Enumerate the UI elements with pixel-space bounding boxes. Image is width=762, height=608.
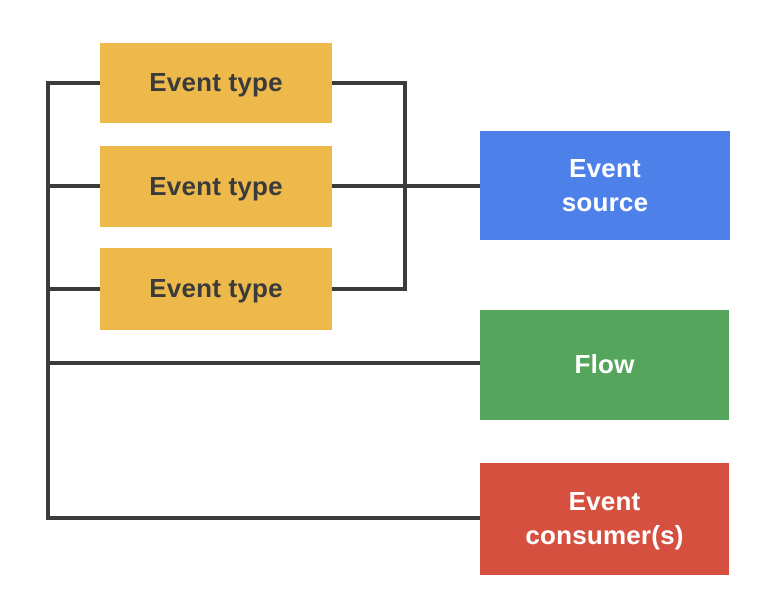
connector-event-type-2-left xyxy=(46,184,100,188)
connector-event-type-2-to-source xyxy=(332,184,480,188)
node-flow-label: Flow xyxy=(574,349,635,380)
node-event-source-label: Event source xyxy=(561,152,649,217)
node-event-type-2: Event type xyxy=(100,146,332,227)
connector-event-type-1-left xyxy=(46,81,100,85)
node-event-type-1-label: Event type xyxy=(149,67,283,98)
node-event-consumers-label: Event consumer(s) xyxy=(525,486,684,550)
connector-event-type-3-left xyxy=(46,287,100,291)
node-flow: Flow xyxy=(480,310,729,420)
node-event-type-2-label: Event type xyxy=(149,170,283,201)
node-event-type-3-label: Event type xyxy=(149,273,283,304)
connector-to-flow xyxy=(46,361,480,365)
connector-to-event-consumers xyxy=(46,516,480,520)
connector-event-type-1-right xyxy=(332,81,407,85)
connector-left-bus-line xyxy=(46,81,50,520)
connector-event-type-3-right xyxy=(332,287,407,291)
node-event-source: Event source xyxy=(480,131,730,240)
node-event-type-1: Event type xyxy=(100,43,332,123)
node-event-type-3: Event type xyxy=(100,248,332,330)
node-event-consumers: Event consumer(s) xyxy=(480,463,729,575)
